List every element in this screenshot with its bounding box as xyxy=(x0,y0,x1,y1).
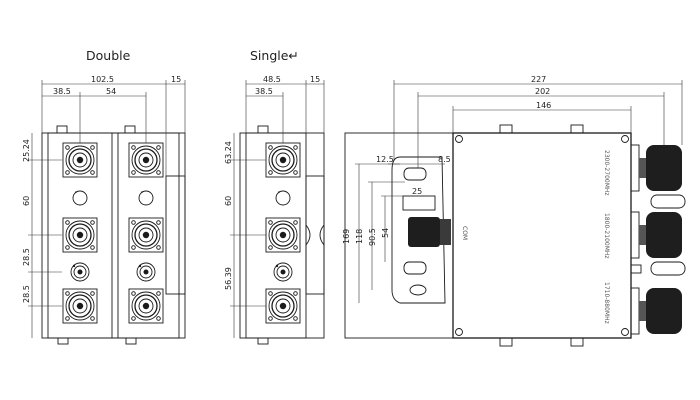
top-view: COM 2300-2700MHz 1800-2100MHz 1710-880MH… xyxy=(342,75,686,347)
n-connector-icon xyxy=(265,217,301,253)
dim-v-gap: 28.5 xyxy=(22,248,31,266)
double-view: 102.5 15 38.5 54 25.24 60 28.5 28.5 xyxy=(22,75,186,345)
dc-connector-icon xyxy=(136,262,156,282)
double-title: Double xyxy=(86,48,131,63)
n-connector-icon xyxy=(128,288,164,324)
n-connector-icon xyxy=(62,217,98,253)
dim-overall: 227 xyxy=(531,75,546,84)
dim-v-top: 63.24 xyxy=(224,141,233,164)
n-connector-icon xyxy=(62,142,98,178)
dim-h-port: 54 xyxy=(381,228,390,238)
single-title: Single↵ xyxy=(250,48,299,63)
dim-v-top: 25.24 xyxy=(22,139,31,162)
n-connector-icon xyxy=(646,212,682,258)
n-connector-icon xyxy=(646,288,682,334)
blank-hole-icon xyxy=(275,190,291,206)
dim-pad: 25 xyxy=(412,187,422,196)
dim-width-total: 48.5 xyxy=(263,75,281,84)
dim-v-bottom: 28.5 xyxy=(22,285,31,303)
n-connector-icon xyxy=(62,288,98,324)
mount-bracket xyxy=(391,156,446,304)
com-label: COM xyxy=(461,226,468,240)
port-label-3: 1710-880MHz xyxy=(603,282,610,324)
dim-left-offset: 38.5 xyxy=(255,87,273,96)
dim-v-mid: 60 xyxy=(224,196,233,206)
dim-h-inner: 118 xyxy=(355,229,364,244)
port-label-2: 1800-2100MHz xyxy=(603,213,610,259)
port-label-1: 2300-2700MHz xyxy=(603,150,610,196)
blank-hole-icon xyxy=(72,190,88,206)
dim-width-total: 102.5 xyxy=(91,75,114,84)
dim-connector-span: 202 xyxy=(535,87,550,96)
dc-connector-icon xyxy=(273,262,293,282)
n-connector-icon xyxy=(128,142,164,178)
dc-connector-icon xyxy=(70,262,90,282)
dim-slot-w: 12.5 xyxy=(376,155,394,164)
dim-h-total: 169 xyxy=(342,229,351,244)
dim-body: 146 xyxy=(536,101,551,110)
dim-side: 15 xyxy=(171,75,181,84)
dim-v-bottom: 56.39 xyxy=(224,267,233,290)
dim-slot-h: 8.5 xyxy=(438,155,451,164)
blank-hole-icon xyxy=(138,190,154,206)
n-connector-icon xyxy=(265,142,301,178)
dim-side: 15 xyxy=(310,75,320,84)
com-connector-icon xyxy=(408,217,440,247)
dim-left-offset: 38.5 xyxy=(53,87,71,96)
dim-v-mid: 60 xyxy=(22,196,31,206)
dim-h-mount: 90.5 xyxy=(368,228,377,246)
n-connector-icon xyxy=(646,145,682,191)
dim-pitch: 54 xyxy=(106,87,116,96)
n-connector-icon xyxy=(265,288,301,324)
n-connector-icon xyxy=(128,217,164,253)
single-view: 48.5 15 38.5 63.24 60 56.39 xyxy=(224,75,325,345)
